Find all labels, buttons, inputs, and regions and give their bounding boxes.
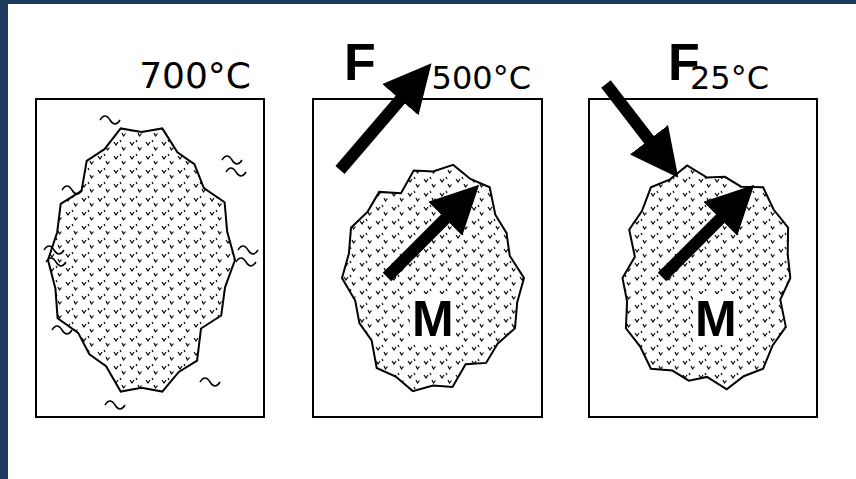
stage-panel: 500°CM bbox=[312, 98, 543, 418]
magnetization-label: M bbox=[410, 294, 456, 344]
magnetization-label: M bbox=[693, 294, 739, 344]
rock-grain bbox=[48, 128, 235, 391]
temperature-label: 700°C bbox=[139, 58, 251, 94]
heat-waves bbox=[44, 116, 258, 409]
magnetization-arrow bbox=[662, 206, 733, 277]
temperature-label: 500°C bbox=[432, 62, 531, 94]
rock-grain bbox=[48, 128, 235, 391]
magnetization-arrow bbox=[387, 206, 458, 277]
grain-outline bbox=[617, 162, 797, 394]
frame-bar bbox=[0, 0, 856, 4]
field-label: F bbox=[668, 36, 700, 88]
field-label: F bbox=[344, 36, 376, 88]
stage-panel: 700°C bbox=[35, 98, 265, 418]
field-arrow bbox=[606, 84, 660, 154]
rock-grain: M bbox=[617, 162, 797, 394]
stage-panel: 25°CM bbox=[588, 98, 818, 418]
grain-outline bbox=[342, 162, 524, 394]
temperature-label: 25°C bbox=[690, 62, 769, 94]
frame-bar bbox=[0, 0, 8, 479]
rock-grain: M bbox=[342, 162, 524, 394]
